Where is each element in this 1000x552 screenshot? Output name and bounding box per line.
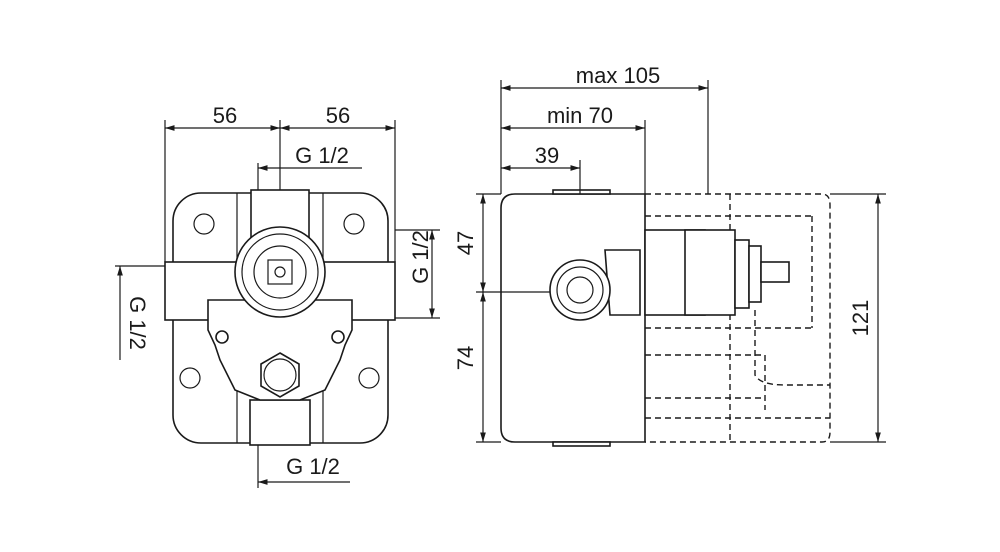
spindle (760, 261, 790, 283)
dim-total-height: 121 (848, 300, 873, 337)
dim-min-depth: min 70 (547, 103, 613, 128)
mount-hole (179, 367, 201, 389)
thread-left-label: G 1/2 (125, 296, 150, 350)
dim-right-width: 56 (326, 103, 350, 128)
dim-left-width: 56 (213, 103, 237, 128)
bracket (207, 299, 353, 401)
dim-max-depth: max 105 (576, 63, 660, 88)
max-extension-outline (645, 193, 831, 443)
dim-outlet-depth: 39 (535, 143, 559, 168)
valve-body (234, 226, 326, 318)
thread-top-label: G 1/2 (295, 143, 349, 168)
dim-lower-height: 74 (453, 346, 478, 370)
mount-hole (358, 367, 380, 389)
thread-right-label: G 1/2 (408, 230, 433, 284)
front-view (115, 120, 440, 488)
hex-nut (260, 352, 300, 398)
dim-upper-height: 47 (453, 231, 478, 255)
thread-bottom-label: G 1/2 (286, 454, 340, 479)
mount-hole (193, 213, 215, 235)
bottom-outlet-block (249, 399, 311, 446)
mount-hole (343, 213, 365, 235)
outlet-connector (549, 259, 611, 321)
side-view (476, 80, 886, 447)
